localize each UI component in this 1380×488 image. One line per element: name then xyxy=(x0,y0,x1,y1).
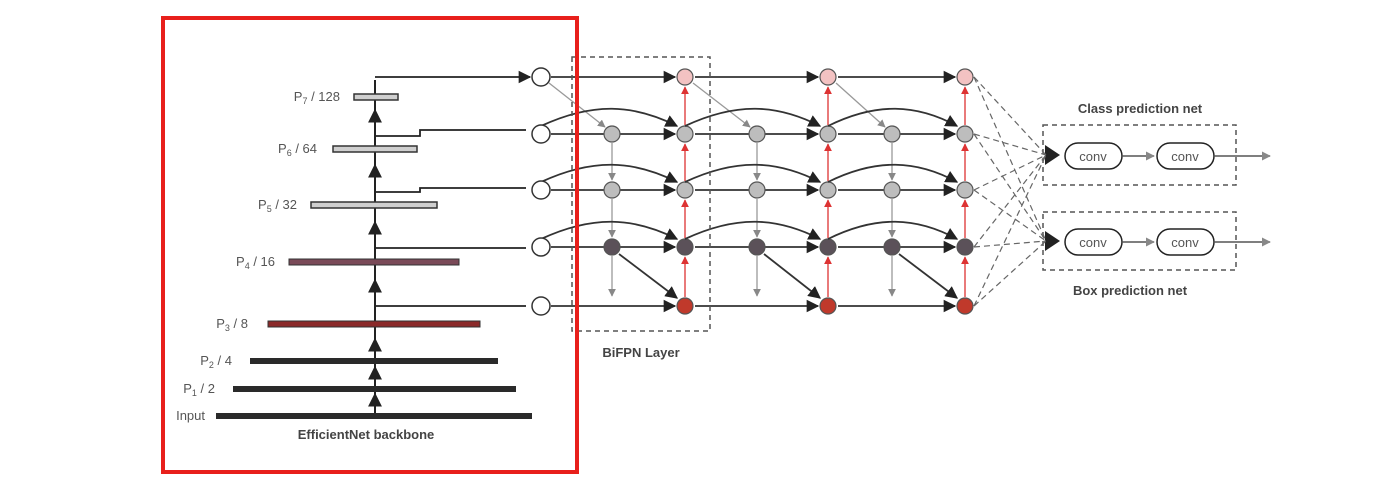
backbone-title: EfficientNet backbone xyxy=(298,427,435,442)
edge-skip-2-3 xyxy=(827,220,959,240)
td-node-0-3 xyxy=(603,238,621,256)
edge-skip-0-3 xyxy=(540,220,679,240)
input-node-4 xyxy=(531,296,551,316)
class-head-merge-arrow xyxy=(1045,145,1060,165)
td-node-0-2 xyxy=(603,181,621,199)
out-node-2-2 xyxy=(956,181,974,199)
bar-p6 xyxy=(332,145,418,153)
input-node-2 xyxy=(531,180,551,200)
out-node-2-1 xyxy=(956,125,974,143)
out-node-0-1 xyxy=(676,125,694,143)
fan-line-4-1 xyxy=(973,240,1047,307)
bar-p4 xyxy=(288,258,460,266)
bar-p5 xyxy=(310,201,438,209)
box-head-merge-arrow xyxy=(1045,231,1060,251)
input-node-3 xyxy=(531,237,551,257)
bifpn-label: BiFPN Layer xyxy=(602,345,679,360)
fan-line-1-0 xyxy=(973,133,1047,156)
box-conv-2-label: conv xyxy=(1171,235,1199,250)
edge-skip-0-2 xyxy=(540,163,679,183)
bar-input xyxy=(216,413,532,419)
td-node-1-2 xyxy=(748,181,766,199)
edge-skip-1-1 xyxy=(684,107,822,127)
level-label-p7: P7 / 128 xyxy=(294,89,340,106)
edge-skip-0-1 xyxy=(540,107,679,127)
level-label-p1: P1 / 2 xyxy=(183,381,215,398)
box-head: conv conv Box prediction net xyxy=(1042,211,1271,298)
edge-diag-out-0 xyxy=(618,253,679,299)
level-label-p6: P6 / 64 xyxy=(278,141,317,158)
out-node-1-3 xyxy=(819,238,837,256)
box-head-box xyxy=(1042,211,1237,271)
out-node-2-4 xyxy=(956,297,974,315)
head-fan-lines xyxy=(973,76,1047,307)
box-conv-1-label: conv xyxy=(1079,235,1107,250)
input-node-0 xyxy=(531,67,551,87)
fan-line-4-0 xyxy=(973,154,1047,307)
level-label-p4: P4 / 16 xyxy=(236,254,275,271)
bifpn-graph xyxy=(531,67,974,316)
fan-line-2-0 xyxy=(973,154,1047,191)
highlight-box xyxy=(161,16,579,474)
td-node-1-1 xyxy=(748,125,766,143)
class-prediction-label: Class prediction net xyxy=(1078,101,1203,116)
out-node-2-0 xyxy=(956,68,974,86)
level-label-input: Input xyxy=(176,408,205,423)
out-node-1-0 xyxy=(819,68,837,86)
class-conv-1-label: conv xyxy=(1079,149,1107,164)
level-label-p5: P5 / 32 xyxy=(258,197,297,214)
input-node-1 xyxy=(531,124,551,144)
td-node-2-3 xyxy=(883,238,901,256)
bar-p3 xyxy=(267,320,481,328)
td-node-1-3 xyxy=(748,238,766,256)
fan-line-1-1 xyxy=(973,133,1047,242)
bar-p7 xyxy=(353,93,399,101)
out-node-2-3 xyxy=(956,238,974,256)
edge-diag-td-1 xyxy=(692,82,751,128)
edge-skip-2-1 xyxy=(827,107,959,127)
level-label-p2: P2 / 4 xyxy=(200,353,232,370)
edge-diag-out-1 xyxy=(763,253,821,299)
out-node-1-1 xyxy=(819,125,837,143)
edge-diag-td-2 xyxy=(835,82,886,128)
fan-line-0-1 xyxy=(973,76,1047,242)
td-node-2-2 xyxy=(883,181,901,199)
class-conv-2-label: conv xyxy=(1171,149,1199,164)
bifpn-layer-box xyxy=(571,56,711,332)
out-node-0-3 xyxy=(676,238,694,256)
bar-p2 xyxy=(250,358,498,364)
td-node-0-1 xyxy=(603,125,621,143)
edge-skip-2-2 xyxy=(827,163,959,183)
out-node-0-2 xyxy=(676,181,694,199)
out-node-0-0 xyxy=(676,68,694,86)
class-head: Class prediction net conv conv xyxy=(1042,101,1271,186)
box-prediction-label: Box prediction net xyxy=(1073,283,1188,298)
backbone-taps xyxy=(375,70,532,307)
backbone: P7 / 128 P6 / 64 P5 / 32 P4 / 16 P3 / 8 … xyxy=(176,70,532,442)
edge-skip-1-3 xyxy=(684,220,822,240)
out-node-1-2 xyxy=(819,181,837,199)
level-label-p3: P3 / 8 xyxy=(216,316,248,333)
edge-diag-out-2 xyxy=(898,253,959,299)
fan-line-2-1 xyxy=(973,189,1047,242)
fan-line-3-1 xyxy=(973,240,1047,248)
out-node-0-4 xyxy=(676,297,694,315)
out-node-1-4 xyxy=(819,297,837,315)
fan-line-0-0 xyxy=(973,76,1047,156)
edge-skip-1-2 xyxy=(684,163,822,183)
bar-p1 xyxy=(233,386,516,392)
td-node-2-1 xyxy=(883,125,901,143)
